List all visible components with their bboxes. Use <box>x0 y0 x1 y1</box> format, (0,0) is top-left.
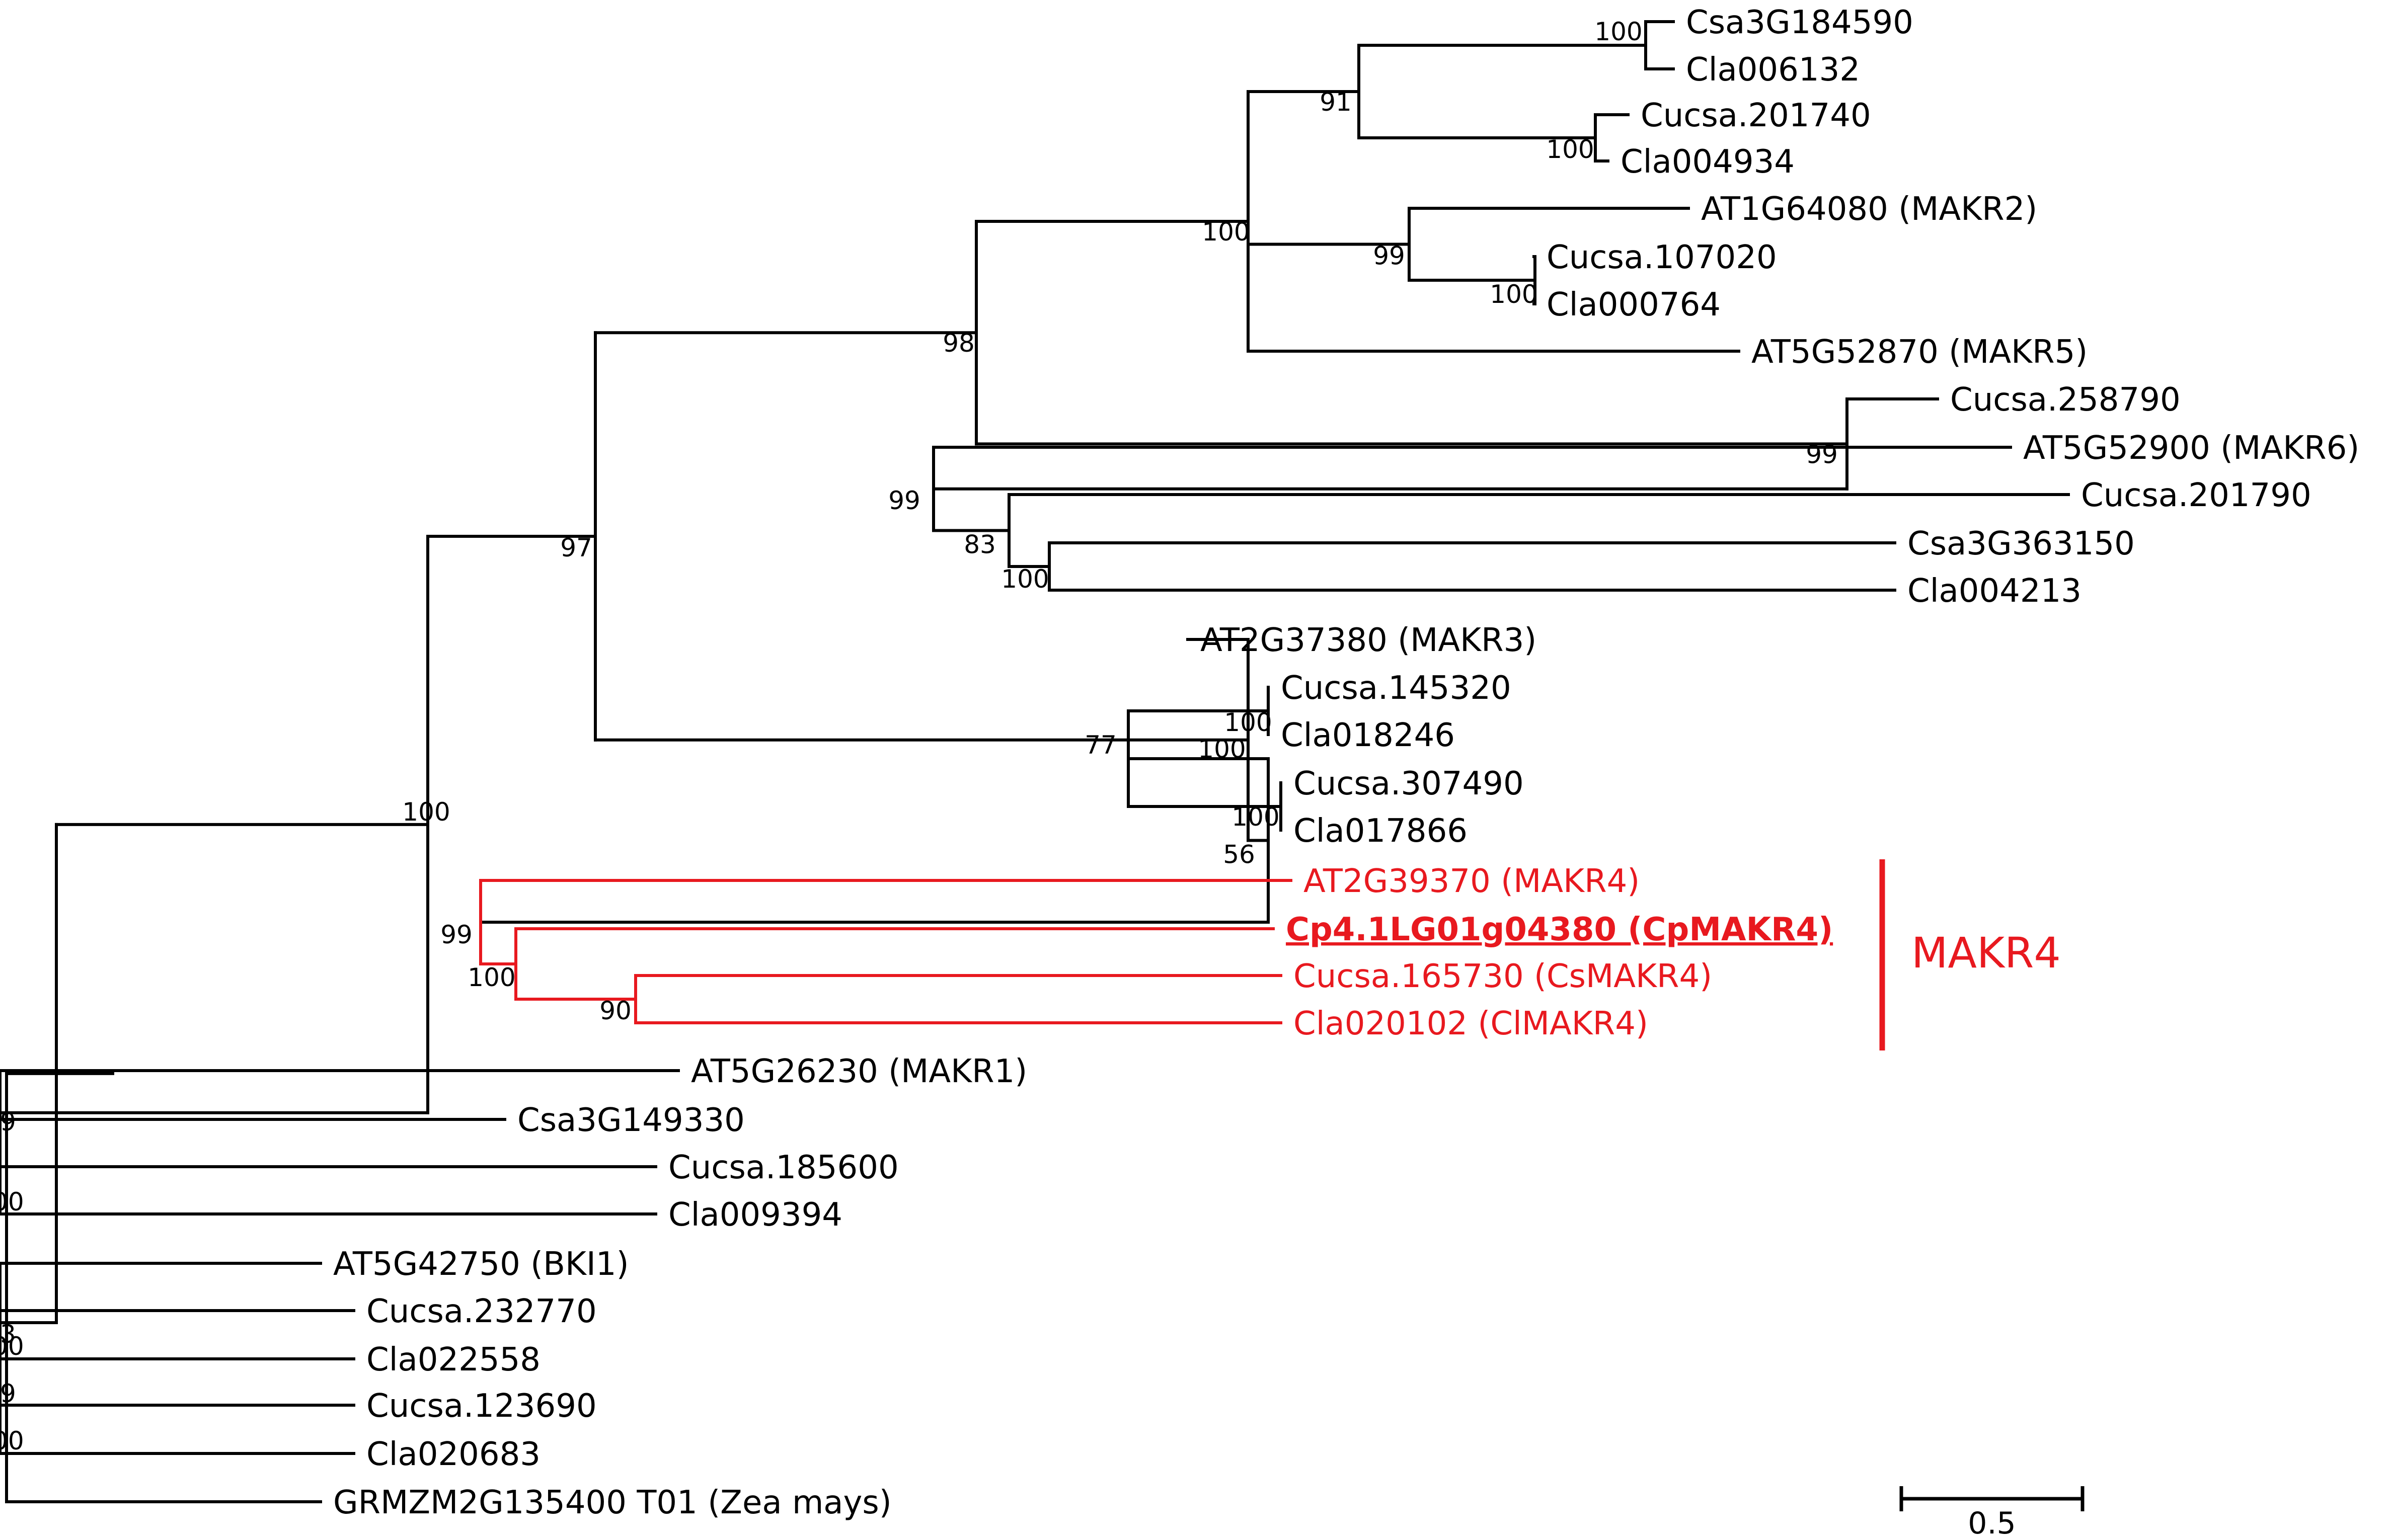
bootstrap-value: 99 <box>440 920 473 949</box>
bootstrap-value: 93 <box>0 1320 16 1349</box>
leaf-label-23: Csa3G149330 <box>517 1102 745 1139</box>
bootstrap-value: 98 <box>943 329 975 358</box>
bootstrap-value: 99 <box>0 1107 16 1137</box>
leaf-label-28: Cla022558 <box>366 1341 541 1379</box>
leaf-label-30: Cla020683 <box>366 1436 541 1473</box>
leaf-label-16: Cucsa.307490 <box>1293 765 1524 802</box>
bootstrap-value: 100 <box>468 963 515 992</box>
leaf-label-24: Cucsa.185600 <box>668 1149 899 1186</box>
bootstrap-value: 91 <box>1320 88 1352 117</box>
bootstrap-value: 77 <box>1085 731 1117 760</box>
leaf-label-3: Cla004934 <box>1621 143 1795 181</box>
tree-branches <box>0 20 2070 1503</box>
leaf-label-22: AT5G26230 (MAKR1) <box>691 1053 1027 1090</box>
bootstrap-value: 100 <box>1202 217 1250 247</box>
makr4-clade-marker: MAKR4 <box>1879 859 2061 1050</box>
leaf-label-8: Cucsa.258790 <box>1950 381 2181 419</box>
leaf-label-0: Csa3G184590 <box>1686 4 1913 41</box>
bootstrap-value: 99 <box>0 1379 16 1408</box>
leaf-label-9: AT5G52900 (MAKR6) <box>2023 430 2359 467</box>
leaf-label-31: GRMZM2G135400 T01 (Zea mays) <box>333 1484 892 1521</box>
bootstrap-value: 100 <box>0 1187 24 1217</box>
bootstrap-value: 100 <box>402 797 450 827</box>
bootstrap-value: 100 <box>0 1426 24 1455</box>
bootstrap-value: 90 <box>599 996 632 1025</box>
leaf-label-1: Cla006132 <box>1686 51 1860 89</box>
leaf-label-27: Cucsa.232770 <box>366 1293 597 1330</box>
scale-bar: 0.5 <box>1899 1486 2085 1540</box>
leaf-label-25: Cla009394 <box>668 1196 842 1234</box>
bootstrap-value: 100 <box>1231 802 1279 832</box>
leaf-label-10: Cucsa.201790 <box>2081 477 2311 514</box>
bootstrap-value: 56 <box>1223 840 1255 869</box>
bootstrap-values: 1009798100911001009910099998310010056771… <box>0 17 1838 1455</box>
bootstrap-value: 99 <box>1373 241 1405 271</box>
scale-bar-label: 0.5 <box>1968 1506 2016 1540</box>
leaf-label-17: Cla017866 <box>1293 813 1468 850</box>
bootstrap-value: 100 <box>1490 280 1537 309</box>
leaf-label-11: Csa3G363150 <box>1907 525 2135 562</box>
bootstrap-value: 100 <box>1001 564 1049 594</box>
clade-bar-label: MAKR4 <box>1911 928 2061 978</box>
leaf-label-26: AT5G42750 (BKI1) <box>333 1246 629 1283</box>
leaf-label-12: Cla004213 <box>1907 573 2081 610</box>
bootstrap-value: 100 <box>1198 735 1246 764</box>
leaf-label-18: AT2G39370 (MAKR4) <box>1303 863 1640 900</box>
bootstrap-value: 100 <box>1224 708 1272 737</box>
leaf-label-29: Cucsa.123690 <box>366 1388 597 1425</box>
bootstrap-value: 99 <box>888 486 920 515</box>
leaf-label-5: Cucsa.107020 <box>1547 239 1777 276</box>
leaf-label-4: AT1G64080 (MAKR2) <box>1701 191 2037 228</box>
bootstrap-value: 100 <box>1546 135 1594 164</box>
bootstrap-value: 83 <box>964 530 996 559</box>
bootstrap-value: 100 <box>1594 17 1642 46</box>
leaf-label-15: Cla018246 <box>1281 717 1455 754</box>
leaf-label-19: Cp4.1LG01g04380 (CpMAKR4) <box>1286 911 1833 948</box>
leaf-label-2: Cucsa.201740 <box>1641 97 1871 134</box>
bootstrap-value: 99 <box>1806 440 1838 469</box>
leaf-label-7: AT5G52870 (MAKR5) <box>1751 334 2088 371</box>
leaf-label-20: Cucsa.165730 (CsMAKR4) <box>1293 958 1712 995</box>
leaf-label-21: Cla020102 (ClMAKR4) <box>1293 1005 1648 1042</box>
bootstrap-value: 97 <box>560 533 592 562</box>
leaf-labels: Csa3G184590Cla006132Cucsa.201740Cla00493… <box>333 4 2359 1521</box>
bootstrap-value: 100 <box>0 1332 24 1361</box>
leaf-label-14: Cucsa.145320 <box>1281 670 1511 707</box>
leaf-label-6: Cla000764 <box>1547 286 1721 323</box>
leaf-label-13: AT2G37380 (MAKR3) <box>1200 622 1536 659</box>
